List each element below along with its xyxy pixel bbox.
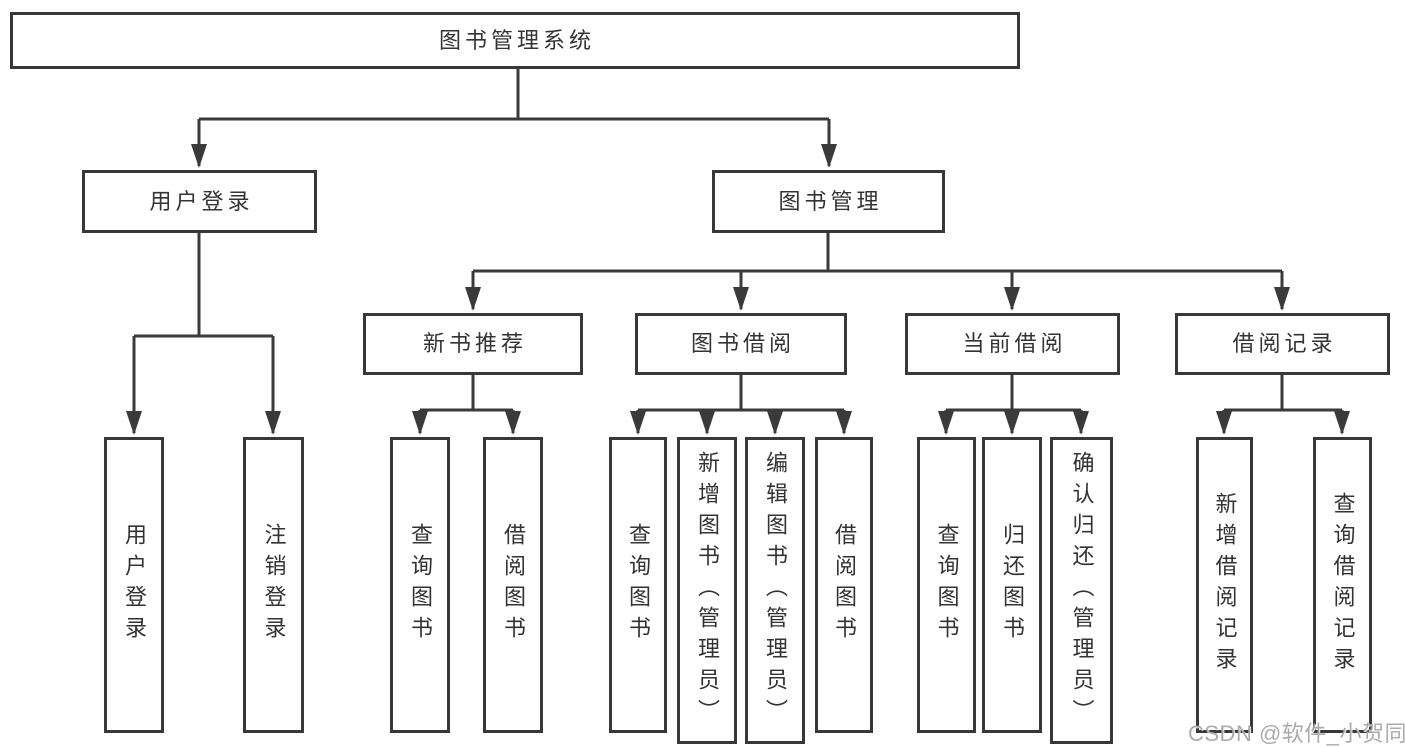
node-book-borrowing: 图书借阅	[635, 313, 847, 375]
node-bb-borrow-books-label: 借阅图书	[832, 523, 857, 647]
node-leaf-user-login: 用户登录	[104, 437, 164, 733]
node-br-add-record-label: 新增借阅记录	[1212, 492, 1238, 678]
node-leaf-logout: 注销登录	[243, 437, 304, 733]
node-leaf-logout-label: 注销登录	[261, 523, 287, 647]
connector-skeleton	[134, 68, 1342, 412]
node-bb-add-books-admin: 新增图书（管理员）	[677, 437, 737, 744]
node-cb-confirm-return-admin: 确认归还（管理员）	[1050, 437, 1113, 744]
node-bb-borrow-books: 借阅图书	[815, 437, 873, 733]
node-nbr-borrow-books-label: 借阅图书	[501, 523, 526, 647]
node-bb-edit-books-admin: 编辑图书（管理员）	[745, 437, 805, 744]
node-current-borrowing-label: 当前借阅	[962, 331, 1067, 356]
node-br-add-record: 新增借阅记录	[1196, 437, 1253, 733]
node-br-query-record-label: 查询借阅记录	[1330, 492, 1356, 678]
node-borrowing-records-label: 借阅记录	[1232, 331, 1337, 356]
node-borrowing-records: 借阅记录	[1175, 313, 1390, 375]
node-cb-return-books-label: 归还图书	[1000, 523, 1025, 647]
node-user-login-label: 用户登录	[149, 188, 254, 214]
node-nbr-borrow-books: 借阅图书	[483, 437, 543, 733]
node-cb-return-books: 归还图书	[982, 437, 1042, 733]
node-book-management: 图书管理	[712, 170, 945, 233]
node-bb-query-books: 查询图书	[609, 437, 667, 733]
node-leaf-user-login-label: 用户登录	[122, 523, 147, 647]
node-br-query-record: 查询借阅记录	[1313, 437, 1372, 733]
node-bb-query-books-label: 查询图书	[626, 523, 651, 647]
node-new-book-recommend: 新书推荐	[363, 313, 583, 375]
node-nbr-query-books-label: 查询图书	[408, 523, 433, 647]
node-cb-confirm-return-admin-label: 确认归还（管理员）	[1069, 451, 1095, 730]
node-book-management-label: 图书管理	[778, 188, 883, 214]
node-bb-edit-books-admin-label: 编辑图书（管理员）	[763, 451, 788, 730]
node-root-library-system: 图书管理系统	[10, 12, 1020, 69]
node-cb-query-books-label: 查询图书	[934, 523, 960, 647]
node-new-book-recommend-label: 新书推荐	[422, 331, 527, 356]
node-bb-add-books-admin-label: 新增图书（管理员）	[695, 451, 720, 730]
csdn-watermark: CSDN @软件_小贺同学	[1188, 721, 1405, 746]
node-current-borrowing: 当前借阅	[905, 313, 1120, 375]
node-book-borrowing-label: 图书借阅	[690, 331, 795, 356]
node-user-login: 用户登录	[82, 170, 317, 233]
node-nbr-query-books: 查询图书	[390, 437, 450, 733]
node-root-label: 图书管理系统	[438, 27, 595, 53]
node-cb-query-books: 查询图书	[917, 437, 976, 733]
